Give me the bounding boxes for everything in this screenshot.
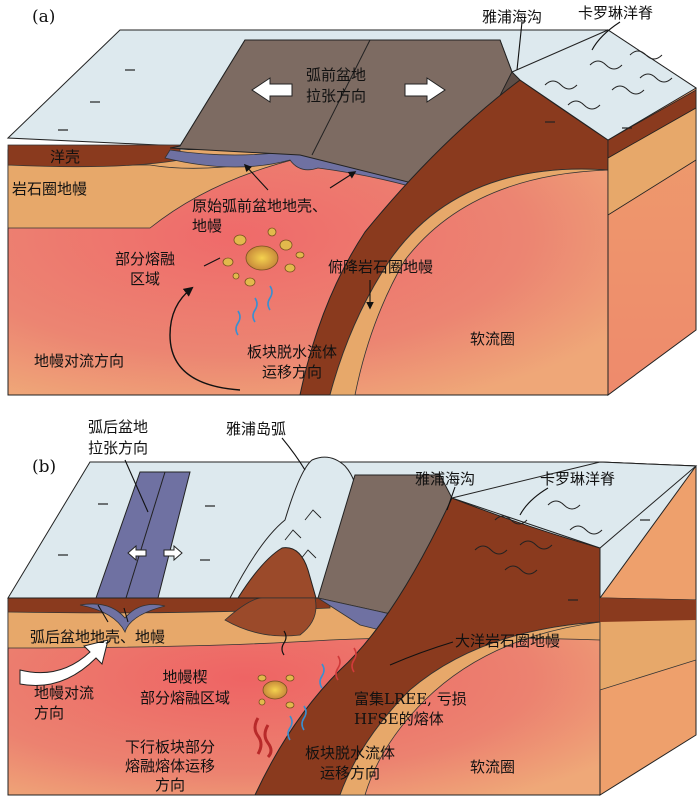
panel-a-convection-label: 地幔对流方向 [34, 352, 125, 370]
wedge-melt-label-2: 部分熔融区域 [139, 689, 231, 707]
panel-a-fluid-arrows [235, 285, 273, 336]
forearc-extension-label-1: 弧前盆地 [305, 66, 367, 84]
panel-a-crust-label: 洋壳 [50, 148, 81, 166]
panel-b-trench-label: 雅浦海沟 [415, 470, 476, 488]
slab-melt-label-1: 下行板块部分 [124, 738, 216, 756]
panel-b-extension-arrow-right [163, 544, 183, 562]
panel-a-extension-arrow-right [404, 77, 446, 103]
lree-melt-label-2: HFSE的熔体 [354, 710, 444, 728]
panel-a-lith-mantle-label: 岩石圈地幔 [12, 180, 88, 198]
forearc-extension-label-2: 拉张方向 [305, 87, 367, 105]
panel-a-fluid-label-2: 运移方向 [261, 363, 323, 381]
panel-a-melt-label-2: 区域 [129, 270, 161, 288]
panel-b-melt-zone [257, 674, 295, 709]
panel-a-ridge-label: 卡罗琳洋脊 [578, 4, 654, 22]
backarc-extension-label-2: 拉张方向 [87, 439, 149, 457]
slab-melt-label-3: 方向 [154, 776, 186, 794]
wedge-melt-label-1: 地幔楔 [162, 668, 208, 686]
panel-a-melt-zone [222, 227, 305, 287]
panel-a-melt-label-1: 部分熔融 [114, 250, 176, 268]
proto-basin-label-2: 地幔 [192, 217, 223, 235]
proto-basin-label-1: 原始弧前盆地地壳、 [192, 197, 328, 215]
panel-b [7, 437, 698, 796]
ocean-lith-label: 大洋岩石圈地幔 [455, 632, 561, 650]
panel-b-ridge-label: 卡罗琳洋脊 [540, 470, 616, 488]
subducting-lith-label: 俯降岩石圈地幔 [328, 258, 434, 276]
panel-a-convection-arrow [169, 286, 241, 391]
arc-label: 雅浦岛弧 [226, 420, 287, 438]
panel-a-fluid-label-1: 板块脱水流体 [246, 343, 338, 361]
panel-b-convection-label-1: 地幔对流 [34, 684, 95, 702]
panel-b-extension-arrow-left [127, 544, 147, 562]
slab-melt-label-2: 熔融熔体运移 [124, 757, 216, 775]
panel-a-trench-label: 雅浦海沟 [482, 8, 543, 26]
panel-a [6, 21, 697, 396]
panel-b-convection-arrow [19, 639, 109, 687]
panel-a-extension-arrow-left [251, 77, 293, 103]
panel-b-arc-cone [237, 547, 317, 599]
panel-b-fluid-label-2: 运移方向 [319, 764, 381, 782]
panel-a-asthenosphere-label: 软流圈 [470, 330, 516, 348]
backarc-crust-label: 弧后盆地地壳、地幔 [30, 628, 166, 646]
panel-a-tag: (a) [32, 7, 56, 27]
panel-b-asthenosphere-label: 软流圈 [470, 758, 516, 776]
backarc-extension-label-1: 弧后盆地 [87, 418, 149, 436]
panel-a-crust-left [7, 144, 181, 168]
panel-b-fluid-label-1: 板块脱水流体 [304, 744, 396, 762]
lree-melt-label-1: 富集LREE, 亏损 [354, 690, 467, 708]
panel-b-tag: (b) [32, 457, 57, 477]
panel-b-convection-label-2: 方向 [34, 704, 65, 722]
